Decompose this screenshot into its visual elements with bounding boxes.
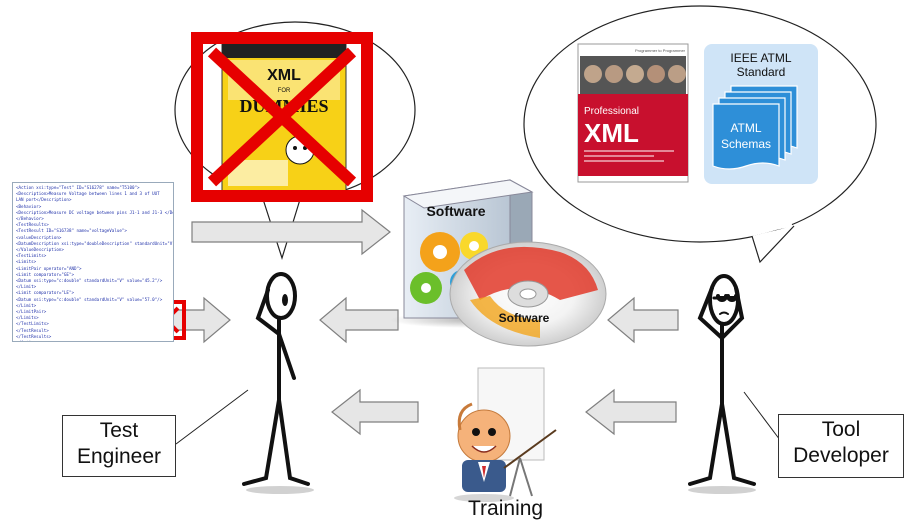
test-engineer-label-line1: Test [99,419,139,442]
atml-doc-line2: Schemas [721,137,771,151]
tool-developer-label-line2: Developer [793,444,889,467]
xml-snippet-line: <TestResult ID="S16738" name="voltageVal… [16,228,127,234]
training-label: Training [468,497,544,520]
arrow-left-training-to-engineer [331,388,419,436]
xml-snippet-line: <valueDescription> [16,234,62,240]
test-engineer-figure [242,272,314,494]
arrow-left-developer [607,296,679,344]
dummies-title: XML [267,67,301,84]
xml-snippet-line: <LimitPair operator="AND"> [16,265,82,271]
xml-snippet-line: </TestResult> [16,327,49,333]
tool-developer-label: Tool Developer [778,414,904,478]
arrow-right-top [191,208,391,256]
tool-developer-figure [688,274,756,494]
xml-snippet-line: </TestResults> [16,333,52,339]
pro-xml-line2: XML [584,118,639,148]
pro-xml-line1: Professional [584,106,639,117]
xml-snippet-line: <Description>Measure Voltage between lin… [16,191,160,197]
prohibit-cross-large [191,32,373,202]
tool-developer-leader-line [743,391,781,441]
software-disc: Software [449,241,607,347]
arrow-left-software [319,296,399,344]
dummies-for: FOR [278,88,291,94]
xml-snippet-line: </Action> [16,340,170,341]
xml-snippet-line: <Action xsi:type="Test" ID="S16278" name… [16,185,140,190]
atml-doc-line1: ATML [730,121,761,135]
xml-snippet-line: <Datum xsi:type="c:double" standardUnit=… [16,278,163,284]
xml-snippet-line: <TestLimits> [16,253,47,259]
arrow-left-developer-to-training [585,388,677,436]
tool-developer-label-line1: Tool [821,418,861,441]
xml-snippet-line: </LimitPair> [16,309,47,315]
professional-xml-book: Programmer to Programmer Professional XM… [577,43,689,183]
xml-snippet-line: <Behavior> [16,203,42,209]
xml-snippet-line: <Limits> [16,259,37,265]
software-box-label: Software [426,203,485,219]
xml-snippet-line: </ValueDescription> [16,247,64,253]
xml-snippet-line: </Limit> [16,284,37,290]
xml-snippet-line: <TestResults> [16,222,49,228]
xml-snippet-line: </TestLimits> [16,321,49,327]
trainer-figure [454,367,557,502]
test-engineer-label-line2: Engineer [76,445,162,468]
xml-snippet-line: </Limit> [16,302,37,308]
xml-snippet-line: <DatumDescription xsi:type="doubleDescri… [16,240,174,246]
atml-standard-panel: IEEE ATML Standard ATML Schemas [704,44,818,184]
xml-snippet-line: </Limits> [16,315,39,321]
atml-document-stack-icon [712,85,798,170]
xml-snippet-line: <Limit comparator="LE"> [16,290,74,296]
atml-title-line2: Standard [737,65,786,79]
test-engineer-label: Test Engineer [62,415,176,477]
right-thought-bubble [523,5,877,264]
xml-test-description-snippet: <Action xsi:type="Test" ID="S16278" name… [12,182,174,342]
test-engineer-leader-line [175,389,249,445]
software-disc-label: Software [499,311,550,325]
xml-snippet-line: <Description>Measure DC voltage between … [16,209,173,215]
xml-snippet-line: <Limit comparator="GE"> [16,271,74,277]
xml-snippet-line: </Behavior> [16,216,44,222]
xml-snippet-line: LAN port</Description> [16,197,72,203]
pro-xml-series-tag: Programmer to Programmer [635,48,686,53]
xml-snippet-line: <Datum xsi:type="c:double" standardUnit=… [16,296,163,302]
atml-title-line1: IEEE ATML [730,51,791,65]
